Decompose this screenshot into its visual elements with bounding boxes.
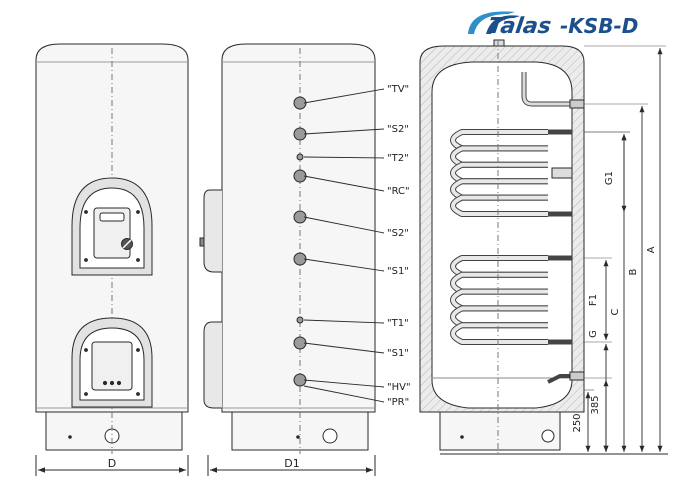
dimension-c-label: C xyxy=(610,308,621,315)
front-view xyxy=(35,43,189,476)
port-label-pr: "PR" xyxy=(387,397,409,408)
port-t2-icon xyxy=(296,153,304,161)
dimension-f1-label: F1 xyxy=(588,294,599,306)
leader-s2-mid xyxy=(303,216,385,234)
dimension-g-label: G xyxy=(588,330,599,338)
front-base xyxy=(45,411,183,451)
lower-flange-cover xyxy=(71,317,153,408)
dimension-385-label: 385 xyxy=(590,395,601,414)
leader-s1-mid xyxy=(303,258,385,272)
coil-top-turn-inner xyxy=(451,195,548,216)
port-label-s2-mid: "S2" xyxy=(387,228,409,239)
brand-name: Talas xyxy=(487,13,553,39)
leader-tv xyxy=(303,88,385,104)
dimension-d1-label: D1 xyxy=(284,457,299,470)
brand-logo: Talas -KSB-D xyxy=(468,11,638,39)
leader-hv xyxy=(303,379,385,388)
lower-heat-exchanger-coil xyxy=(450,255,572,345)
dimension-g1-label: G1 xyxy=(604,171,615,185)
logo-swoosh-icon xyxy=(468,11,515,34)
side-lower-flange-profile xyxy=(203,321,222,409)
leader-t2 xyxy=(303,156,385,159)
section-view xyxy=(419,39,585,454)
port-t1-icon xyxy=(296,316,304,324)
coil-bot-turn-inner xyxy=(451,323,548,344)
side-upper-flange-profile xyxy=(203,189,222,273)
dimension-250-label: 250 xyxy=(572,413,583,432)
cold-inlet-pipe xyxy=(547,374,572,384)
side-tank-body xyxy=(221,43,376,413)
side-ports xyxy=(293,88,385,403)
dimension-a-label: A xyxy=(646,246,657,253)
leader-pr xyxy=(303,385,385,403)
port-label-t2: "T2" xyxy=(387,153,409,164)
upper-heat-exchanger-coil xyxy=(450,129,572,217)
port-label-s1-mid: "S1" xyxy=(387,266,409,277)
leader-s2-top xyxy=(303,128,385,135)
port-label-hv: "HV" xyxy=(387,382,411,393)
port-label-tv: "TV" xyxy=(387,84,409,95)
dimension-b-label: B xyxy=(628,268,639,275)
side-base-port xyxy=(322,428,338,444)
port-label-s1-low: "S1" xyxy=(387,348,409,359)
leader-rc xyxy=(303,175,385,192)
leader-t1 xyxy=(303,319,385,324)
inner-vessel xyxy=(431,61,573,409)
port-label-group: "TV" "S2" "T2" "RC" "S2" "S1" "T1" "S1" … xyxy=(387,84,411,408)
port-label-t1: "T1" xyxy=(387,318,409,329)
leader-s1-low xyxy=(303,342,385,354)
logo-swoosh-icon-2 xyxy=(486,15,520,34)
dimension-d-label: D xyxy=(108,457,116,470)
port-label-s2-top: "S2" xyxy=(387,124,409,135)
side-view xyxy=(199,43,376,476)
section-base xyxy=(439,411,561,451)
brand-model: -KSB-D xyxy=(560,14,638,38)
port-label-rc: "RC" xyxy=(387,186,410,197)
upper-flange-cover xyxy=(71,177,153,276)
